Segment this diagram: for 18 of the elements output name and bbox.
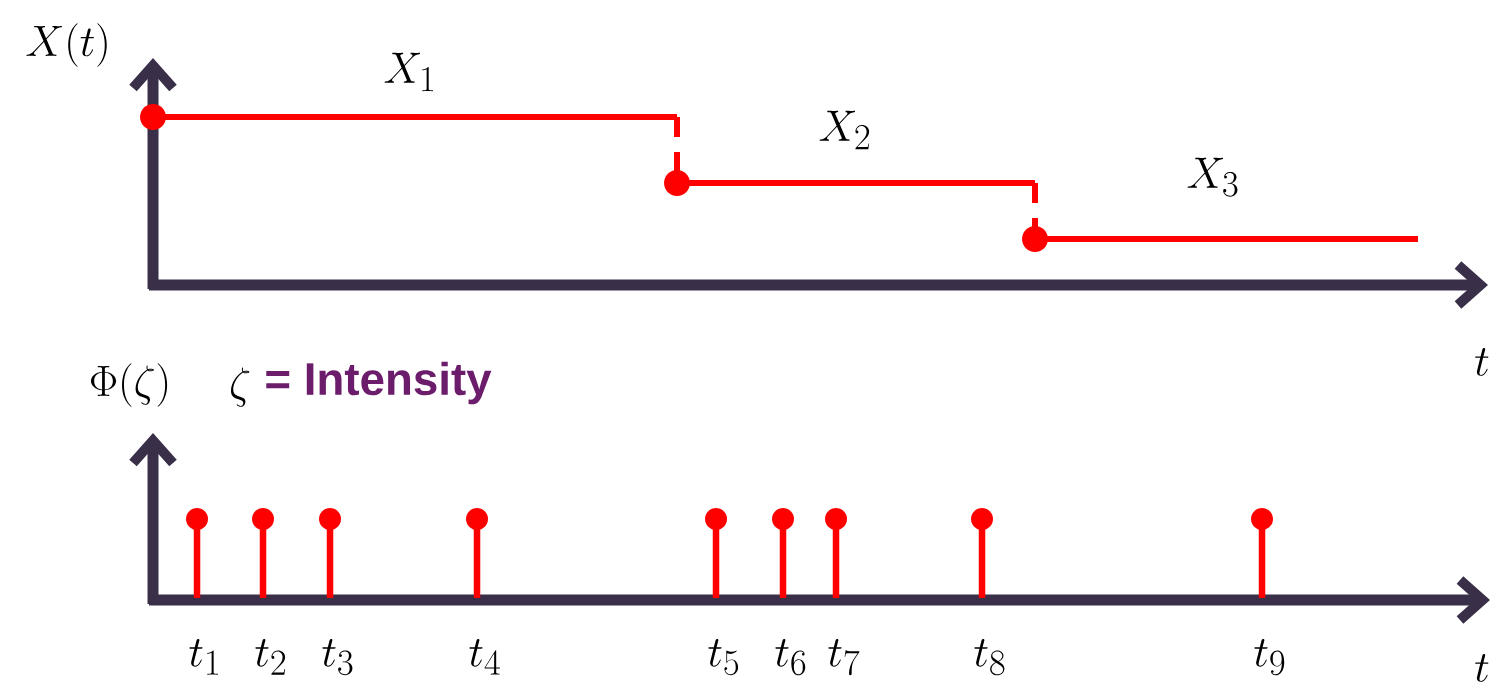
axis-label: $\Phi(\zeta)$ (90, 363, 168, 407)
axis-label: $t$ (1475, 654, 1489, 682)
segment-label: $X_3$ (1187, 157, 1238, 197)
time-label: $t_1$ (189, 638, 218, 675)
time-label: $t_5$ (708, 638, 739, 676)
axis-label: $t$ (1475, 348, 1489, 376)
segment-label: $X_2$ (819, 110, 870, 150)
axis-label: $X(t)$ (26, 23, 107, 67)
segment-label: $X_1$ (384, 52, 433, 92)
time-label: $t_2$ (255, 638, 286, 675)
time-label: $t_9$ (1254, 638, 1285, 676)
time-label: $t_8$ (974, 638, 1005, 676)
time-label: $t_3$ (322, 638, 353, 676)
intensity-symbol: $\zeta$ (230, 367, 250, 407)
time-label: $t_6$ (775, 638, 806, 676)
time-label: $t_4$ (469, 638, 500, 675)
intensity-note: = Intensity (266, 361, 492, 405)
time-label: $t_7$ (828, 638, 860, 676)
